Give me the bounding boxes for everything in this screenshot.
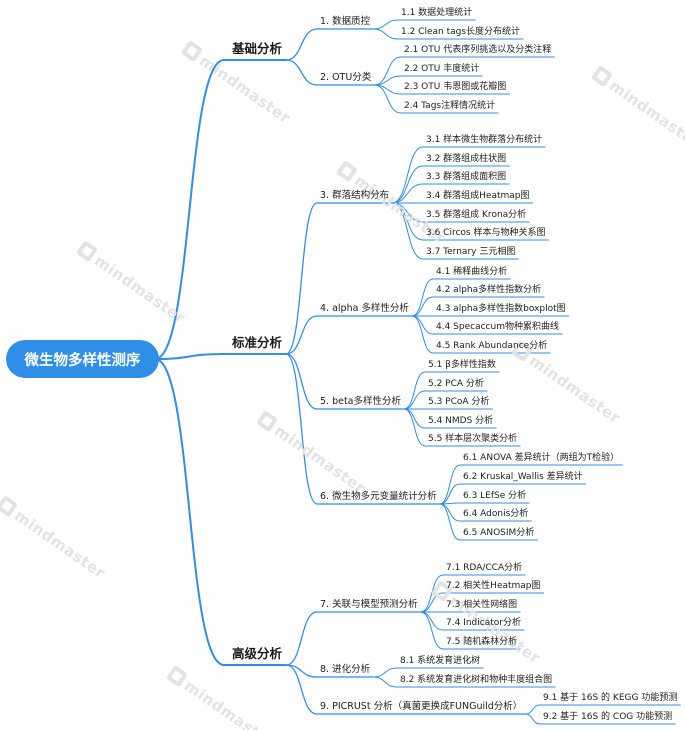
link-section-item xyxy=(439,503,461,541)
item-7-3[interactable]: 7.3 相关性网络图 xyxy=(446,600,518,610)
item-7-2[interactable]: 7.2 相关性Heatmap图 xyxy=(446,581,541,591)
link-root-group xyxy=(154,353,225,360)
link-section-item xyxy=(524,704,541,715)
item-9-1[interactable]: 9.1 基于 16S 的 KEGG 功能预测 xyxy=(543,693,678,703)
link-section-item xyxy=(420,574,444,613)
item-5-5[interactable]: 5.5 样本层次聚类分析 xyxy=(428,434,518,444)
link-section-item xyxy=(439,483,461,505)
link-group-section xyxy=(285,202,318,355)
item-6-4[interactable]: 6.4 Adonis分析 xyxy=(463,509,529,519)
item-6-3[interactable]: 6.3 LEfSe 分析 xyxy=(463,491,527,501)
link-section-item xyxy=(372,667,398,678)
item-5-4[interactable]: 5.4 NMDS 分析 xyxy=(428,416,494,426)
link-section-item xyxy=(391,202,424,223)
section-6[interactable]: 6. 微生物多元变量统计分析 xyxy=(320,491,437,502)
item-3-3[interactable]: 3.3 群落组成面积图 xyxy=(426,172,507,182)
item-6-1[interactable]: 6.1 ANOVA 差异统计（两组为T检验） xyxy=(463,453,620,463)
link-group-section xyxy=(285,353,318,410)
link-group-section xyxy=(285,59,318,86)
section-2[interactable]: 2. OTU分类 xyxy=(320,72,372,83)
link-section-item xyxy=(403,408,426,429)
link-section-item xyxy=(411,296,434,317)
item-7-1[interactable]: 7.1 RDA/CCA分析 xyxy=(446,563,523,573)
item-4-4[interactable]: 4.4 Specaccum物种累积曲线 xyxy=(436,322,559,332)
link-section-item xyxy=(403,390,426,410)
item-4-5[interactable]: 4.5 Rank Abundance分析 xyxy=(436,341,548,351)
item-3-7[interactable]: 3.7 Ternary 三元相图 xyxy=(426,247,516,257)
item-3-4[interactable]: 3.4 群落组成Heatmap图 xyxy=(426,191,530,201)
link-section-item xyxy=(373,84,402,114)
link-group-section xyxy=(285,611,318,666)
item-4-1[interactable]: 4.1 稀释曲线分析 xyxy=(436,267,508,277)
item-2-2[interactable]: 2.2 OTU 丰度统计 xyxy=(404,64,480,74)
item-3-2[interactable]: 3.2 群落组成柱状图 xyxy=(426,154,507,164)
item-5-1[interactable]: 5.1 β多样性指数 xyxy=(428,360,496,370)
item-7-5[interactable]: 7.5 随机森林分析 xyxy=(446,637,518,647)
item-3-6[interactable]: 3.6 Circos 样本与物种关系图 xyxy=(426,228,546,238)
link-section-item xyxy=(420,611,444,631)
item-1-1[interactable]: 1.1 数据处理统计 xyxy=(401,8,473,18)
link-section-item xyxy=(411,278,434,317)
section-3[interactable]: 3. 群落结构分布 xyxy=(320,190,390,201)
section-4[interactable]: 4. alpha 多样性分析 xyxy=(320,303,409,314)
item-8-1[interactable]: 8.1 系统发育进化树 xyxy=(400,656,481,666)
item-6-5[interactable]: 6.5 ANOSIM分析 xyxy=(463,528,535,538)
item-4-3[interactable]: 4.3 alpha多样性指数boxplot图 xyxy=(436,304,566,314)
link-section-item xyxy=(524,713,541,725)
item-5-2[interactable]: 5.2 PCA 分析 xyxy=(428,379,484,389)
section-9[interactable]: 9. PICRUSt 分析（真菌更换成FUNGuild分析） xyxy=(320,701,523,712)
link-group-section xyxy=(285,664,318,715)
link-section-item xyxy=(403,371,426,410)
item-9-2[interactable]: 9.2 基于 16S 的 COG 功能预测 xyxy=(543,712,673,722)
root-topic[interactable]: 微生物多样性测序 xyxy=(6,340,159,378)
link-section-item xyxy=(391,146,424,204)
section-1[interactable]: 1. 数据质控 xyxy=(320,16,371,27)
item-2-1[interactable]: 2.1 OTU 代表序列挑选以及分类注释 xyxy=(404,45,552,55)
link-section-item xyxy=(403,408,426,447)
section-8[interactable]: 8. 进化分析 xyxy=(320,664,371,675)
item-5-3[interactable]: 5.3 PCoA 分析 xyxy=(428,397,490,407)
item-6-2[interactable]: 6.2 Kruskal_Wallis 差异统计 xyxy=(463,472,583,482)
link-section-item xyxy=(439,464,461,505)
item-8-2[interactable]: 8.2 系统发育进化树和物种丰度组合图 xyxy=(400,675,553,685)
item-4-2[interactable]: 4.2 alpha多样性指数分析 xyxy=(436,285,542,295)
link-group-section xyxy=(285,353,318,505)
item-2-4[interactable]: 2.4 Tags注释情况统计 xyxy=(404,101,496,111)
item-7-4[interactable]: 7.4 Indicator分析 xyxy=(446,618,521,628)
link-section-item xyxy=(391,165,424,204)
link-section-item xyxy=(411,315,434,354)
link-section-item xyxy=(420,611,444,650)
link-group-section xyxy=(285,315,318,355)
item-3-1[interactable]: 3.1 样本微生物群落分布统计 xyxy=(426,135,543,145)
section-7[interactable]: 7. 关联与模型预测分析 xyxy=(320,599,418,610)
group-advanced-analysis[interactable]: 高级分析 xyxy=(232,646,283,661)
item-2-3[interactable]: 2.3 OTU 韦恩图或花瓣图 xyxy=(404,82,507,92)
link-section-item xyxy=(439,503,461,522)
link-section-item xyxy=(372,28,399,40)
link-section-item xyxy=(372,676,398,688)
link-section-item xyxy=(373,56,402,86)
link-section-item xyxy=(372,19,399,30)
link-section-item xyxy=(411,315,434,335)
link-group-section xyxy=(285,28,318,61)
section-5[interactable]: 5. beta多样性分析 xyxy=(320,396,402,407)
link-section-item xyxy=(420,592,444,613)
link-root-group xyxy=(154,358,225,666)
item-3-5[interactable]: 3.5 群落组成 Krona分析 xyxy=(426,210,527,220)
link-root-group xyxy=(154,59,225,360)
group-standard-analysis[interactable]: 标准分析 xyxy=(232,335,283,350)
link-section-item xyxy=(391,183,424,204)
group-basic-analysis[interactable]: 基础分析 xyxy=(232,41,283,56)
item-1-2[interactable]: 1.2 Clean tags长度分布统计 xyxy=(401,27,521,37)
link-section-item xyxy=(391,202,424,260)
